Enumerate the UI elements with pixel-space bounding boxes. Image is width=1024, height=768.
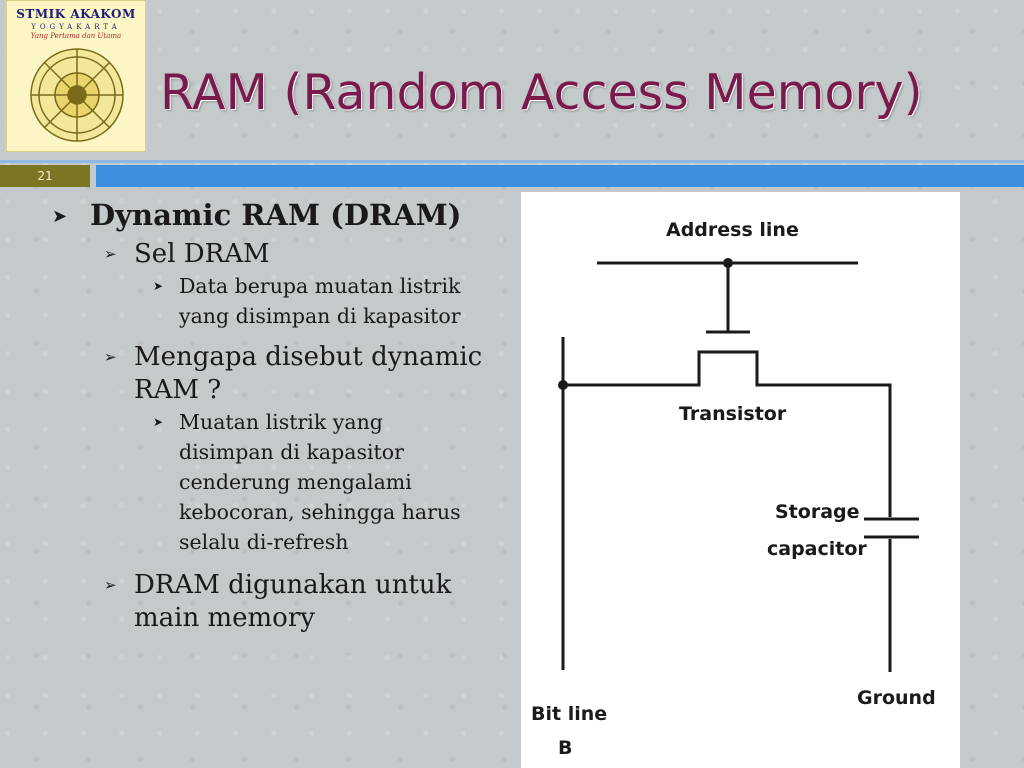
sub-bullet-item: ➤ Muatan listrik yang disimpan di kapasi… bbox=[52, 407, 522, 557]
item-text-line: main memory bbox=[134, 603, 315, 633]
storage-capacitor-label: Storage bbox=[775, 501, 860, 523]
sub-text-line: yang disimpan di kapasitor bbox=[179, 304, 461, 328]
sub-text-line: kebocoran, sehingga harus bbox=[179, 500, 461, 524]
circuit-wires bbox=[561, 261, 919, 672]
sub-text-line: Data berupa muatan listrik bbox=[179, 274, 461, 298]
bullet-item: ➢ Mengapa disebut dynamic RAM ? bbox=[52, 341, 522, 407]
bullet-item: ➢ DRAM digunakan untuk main memory bbox=[52, 569, 522, 635]
address-line-label: Address line bbox=[666, 219, 799, 241]
ground-label: Ground bbox=[857, 687, 936, 709]
storage-capacitor-label: capacitor bbox=[767, 538, 867, 560]
bit-line-label: Bit line bbox=[531, 703, 607, 725]
bullet-chevron-icon: ➢ bbox=[104, 576, 117, 594]
bullet-heading: ➤ Dynamic RAM (DRAM) bbox=[52, 198, 522, 232]
transistor-label: Transistor bbox=[679, 403, 787, 425]
dram-cell-diagram: Address line Transistor Storage capacito… bbox=[521, 192, 960, 768]
emblem-icon bbox=[30, 48, 124, 142]
bit-line-label: B bbox=[558, 737, 572, 759]
sub-text-line: selalu di-refresh bbox=[179, 530, 349, 554]
junction-dot bbox=[723, 258, 733, 268]
heading-text: Dynamic RAM (DRAM) bbox=[90, 198, 462, 232]
title-divider bbox=[0, 160, 1024, 163]
sub-text-line: cenderung mengalami bbox=[179, 470, 412, 494]
item-text-line: RAM ? bbox=[134, 375, 222, 405]
junction-dot bbox=[558, 380, 568, 390]
bullet-arrow-icon: ➤ bbox=[153, 279, 164, 293]
bullet-item: ➢ Sel DRAM bbox=[52, 238, 522, 271]
sub-text-line: Muatan listrik yang bbox=[179, 410, 383, 434]
bullet-chevron-icon: ➢ bbox=[104, 348, 117, 366]
bullet-chevron-icon: ➢ bbox=[104, 245, 117, 263]
bullet-arrow-icon: ➤ bbox=[153, 415, 164, 429]
sub-text-line: disimpan di kapasitor bbox=[179, 440, 404, 464]
slide-title: RAM (Random Access Memory) bbox=[160, 64, 923, 121]
institution-logo: STMIK AKAKOM YOGYAKARTA Yang Pertama dan… bbox=[6, 0, 146, 152]
transistor-channel bbox=[563, 350, 892, 517]
accent-bar bbox=[96, 165, 1024, 187]
slide-number: 21 bbox=[0, 165, 90, 187]
item-text: Sel DRAM bbox=[134, 239, 270, 269]
bullet-content: ➤ Dynamic RAM (DRAM) ➢ Sel DRAM ➤ Data b… bbox=[52, 198, 522, 635]
item-text-line: Mengapa disebut dynamic bbox=[134, 342, 483, 372]
logo-title: STMIK AKAKOM bbox=[16, 7, 136, 21]
item-text-line: DRAM digunakan untuk bbox=[134, 570, 452, 600]
bullet-arrow-icon: ➤ bbox=[52, 206, 68, 227]
logo-city: YOGYAKARTA bbox=[31, 23, 121, 31]
sub-bullet-item: ➤ Data berupa muatan listrik yang disimp… bbox=[52, 271, 522, 331]
dram-circuit: Address line Transistor Storage capacito… bbox=[531, 219, 936, 759]
logo-tagline: Yang Pertama dan Utama bbox=[30, 32, 122, 40]
